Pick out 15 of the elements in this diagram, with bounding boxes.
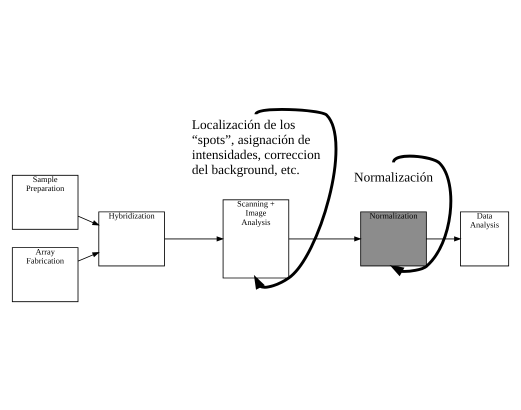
node-text: Normalización — [354, 168, 434, 184]
arrow — [78, 251, 100, 262]
arrow — [254, 108, 338, 290]
node-text: Localización de los “spots”, asignación de intensidades, correccion del background, etc. — [192, 116, 320, 176]
node-box: Scanning + Image Analysis — [222, 198, 290, 278]
node-box: Array Fabrication — [12, 246, 78, 302]
arrow — [164, 236, 224, 242]
node-box: Sample Preparation — [12, 174, 78, 230]
node-box: Normalization — [360, 210, 427, 266]
node-box: Hybridization — [98, 210, 165, 266]
arrow — [288, 236, 362, 242]
arrow — [390, 154, 452, 276]
arrow — [78, 215, 100, 226]
node-box: Data Analysis — [460, 210, 510, 266]
arrow — [426, 236, 462, 242]
